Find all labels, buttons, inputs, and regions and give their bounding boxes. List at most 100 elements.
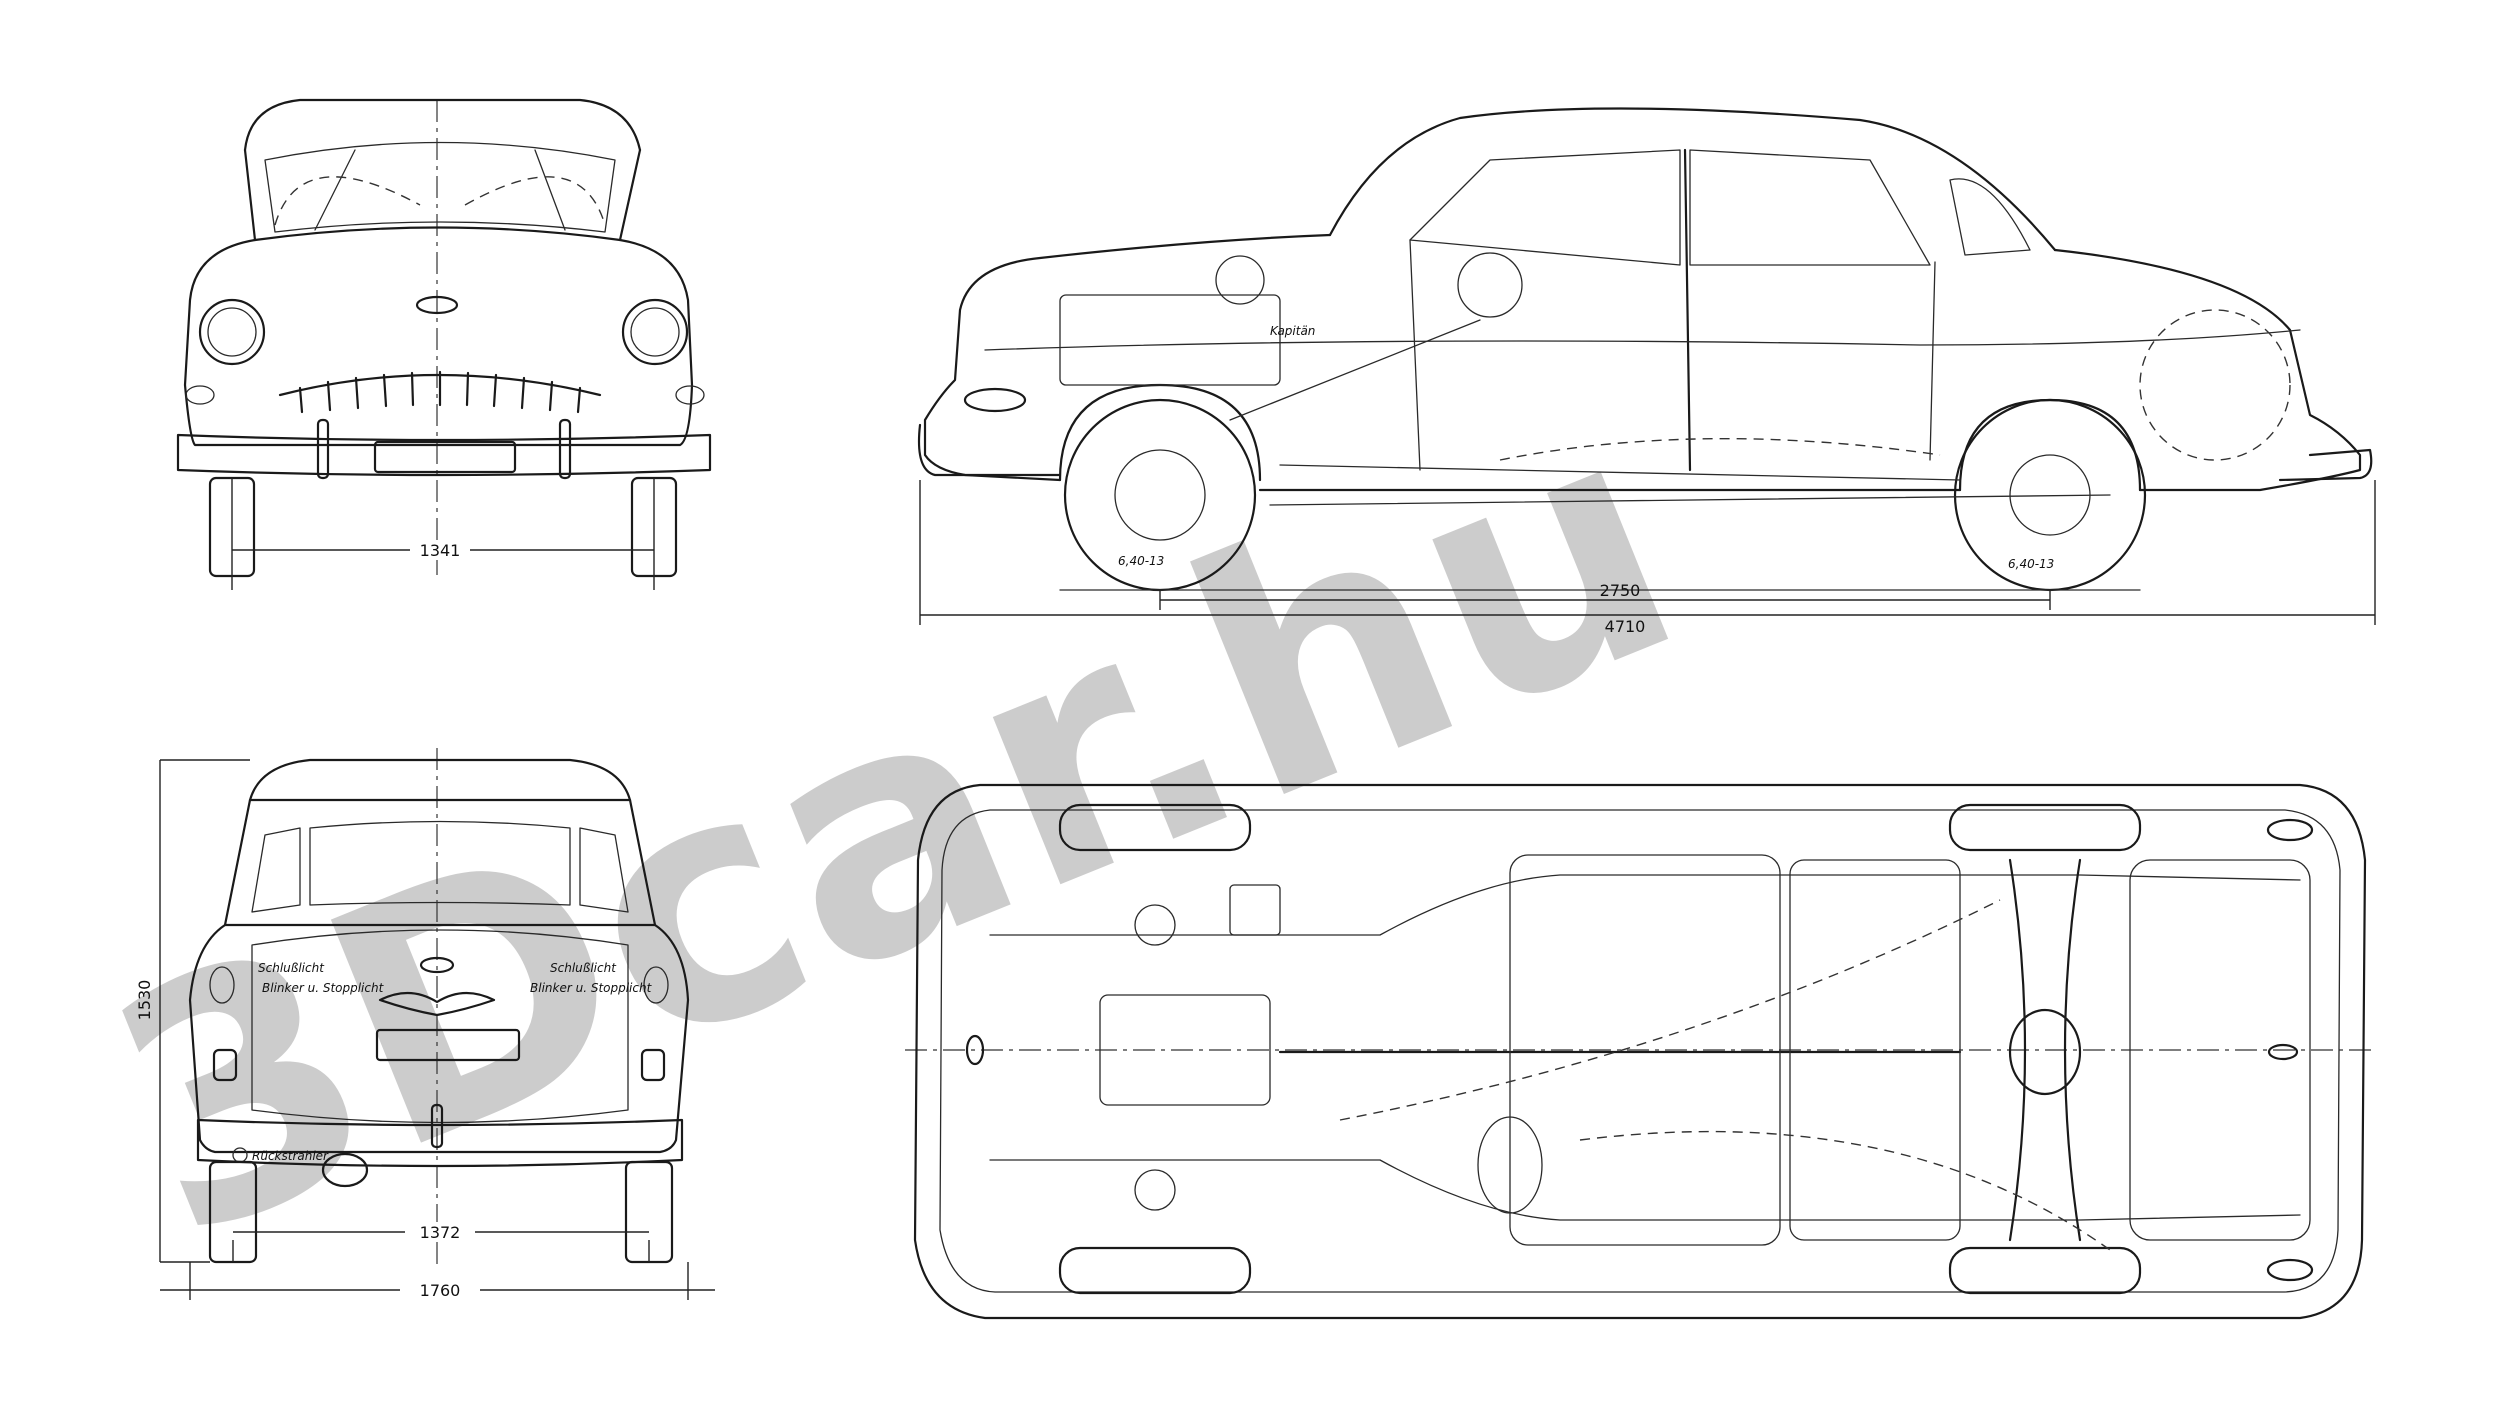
rear-bumper <box>196 1118 684 1168</box>
front-badge-icon <box>415 295 459 315</box>
steering-column <box>1229 319 1481 421</box>
overall-length-label: 4710 <box>1605 617 1646 636</box>
grille-teeth <box>298 370 582 414</box>
exhaust-route-hidden <box>1579 1130 2111 1251</box>
front-door-window <box>1409 149 1681 266</box>
wiper-sweep-right <box>464 176 606 226</box>
chassis-rail-right <box>989 1159 2301 1221</box>
brake-line-hidden <box>1339 899 2001 1121</box>
rear-quarter-window <box>1949 178 2031 256</box>
right-tail-lamp <box>640 1048 666 1082</box>
rear-lamp-top-right <box>2266 1258 2314 1282</box>
floor-pan-front <box>1509 854 1781 1246</box>
b-pillar <box>1683 148 1692 472</box>
right-headlight <box>621 298 689 366</box>
rear-roof <box>248 758 632 802</box>
front-tyre-label: 6,40-13 <box>1118 554 1164 568</box>
rear-right-wheel-top <box>1948 1246 2142 1295</box>
left-headlight-inner <box>207 307 257 357</box>
right-upper-lamp <box>643 966 669 1004</box>
rear-tyre-label: 6,40-13 <box>2008 557 2054 571</box>
front-body-outline <box>183 238 694 447</box>
right-lamp-label-1: Schlußlicht <box>550 961 617 975</box>
wheelbase-label: 2750 <box>1600 581 1641 600</box>
rear-window-right <box>579 827 629 913</box>
side-body-outline <box>923 233 2362 492</box>
trunk-lid <box>251 929 629 1124</box>
rear-plate <box>375 1028 521 1062</box>
left-upper-lamp <box>209 966 235 1004</box>
floor-pan-hidden <box>1499 437 1941 461</box>
left-lamp-label-2: Blinker u. Stopplicht <box>262 981 385 995</box>
bumper-guard-right <box>558 418 572 480</box>
left-wiper <box>314 149 356 231</box>
rear-differential <box>2008 1008 2082 1096</box>
underside-view <box>905 783 2375 1320</box>
right-lamp-label-2: Blinker u. Stopplicht <box>530 981 653 995</box>
rear-window-center <box>309 820 571 906</box>
front-right-wheel-top <box>1058 1246 1252 1295</box>
wiper-sweep-left <box>274 176 421 226</box>
side-rear-bumper <box>2278 448 2373 482</box>
front-roof <box>243 98 642 152</box>
underside-body-outline <box>913 783 2367 1320</box>
right-headlight-inner <box>630 307 680 357</box>
front-track-label-bg <box>410 540 470 560</box>
front-door-edge <box>1409 239 1421 471</box>
overall-width-label-bg <box>400 1280 480 1300</box>
exhaust-pipe <box>1269 494 2111 506</box>
front-windshield-glass <box>264 141 616 233</box>
front-suspension-left <box>1134 904 1176 946</box>
side-headlamp-chrome <box>963 387 1027 413</box>
side-view: Kapitän 6,40-13 6,40-13 2750 4710 <box>917 107 2376 636</box>
model-script: Kapitän <box>1270 324 1315 338</box>
exhaust-tip <box>321 1152 369 1188</box>
front-bumper <box>176 433 712 477</box>
side-roofline <box>1328 107 2057 252</box>
rear-door-edge <box>1929 261 1936 461</box>
rear-left-wheel-top <box>1948 803 2142 852</box>
fuel-tank-zone <box>2129 859 2311 1241</box>
chassis-rail-left <box>989 874 2301 936</box>
front-plate <box>373 440 517 474</box>
rear-track-label-bg <box>405 1222 475 1242</box>
bumper-guard-left <box>316 418 330 480</box>
left-lamp-label-1: Schlußlicht <box>258 961 325 975</box>
grille-top <box>278 373 602 397</box>
front-left-wheel-top <box>1058 803 1252 852</box>
front-wheel-hub <box>1114 449 1206 541</box>
right-fog-lamp <box>675 385 705 405</box>
engine-underside <box>1099 994 1271 1106</box>
height-label: 1530 <box>135 980 154 1021</box>
front-windshield-frame <box>243 148 642 242</box>
rear-axle-left-curve <box>2008 858 2027 1242</box>
floor-pan-rear <box>1789 859 1961 1241</box>
rear-bumper-guard <box>430 1103 444 1149</box>
left-headlight <box>198 298 266 366</box>
underside-badge-icon <box>2267 1043 2299 1061</box>
rear-badge-icon <box>419 956 455 974</box>
air-filter <box>1215 255 1265 305</box>
front-badge-top <box>965 1034 985 1066</box>
side-front-bumper <box>917 423 1062 477</box>
battery-box <box>1229 884 1281 936</box>
left-tail-lamp <box>212 1048 238 1082</box>
front-track-label: 1341 <box>420 541 461 560</box>
left-fog-lamp <box>185 385 215 405</box>
engine-block <box>1059 294 1281 386</box>
propeller-shaft <box>1279 464 1961 481</box>
rear-view: Schlußlicht Blinker u. Stopplicht Schluß… <box>135 748 715 1300</box>
rear-body-outline <box>188 923 690 1154</box>
front-view: 1341 <box>176 98 712 590</box>
steering-wheel <box>1457 252 1523 318</box>
rear-track-label: 1372 <box>420 1223 461 1242</box>
exhaust-muffler-round <box>1477 1116 1543 1214</box>
rear-window-left <box>251 827 301 913</box>
rear-axle-right-curve <box>2063 858 2082 1242</box>
trunk-handle-emblem <box>378 991 496 1017</box>
reversing-lamp-label: Rückstrahler <box>252 1149 329 1163</box>
side-belt-line <box>984 329 2301 351</box>
spare-wheel-hidden <box>2139 309 2291 461</box>
